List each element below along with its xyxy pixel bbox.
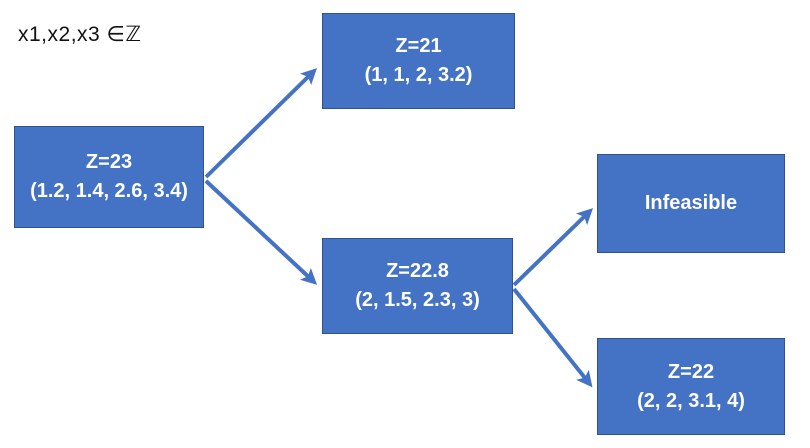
node-solution-tuple: (2, 2, 3.1, 4) (637, 389, 745, 412)
node-objective-value: Z=22.8 (386, 260, 449, 282)
node-objective-value: Z=21 (395, 35, 442, 57)
node-root: Z=23 (1.2, 1.4, 2.6, 3.4) (14, 126, 204, 228)
edge-root-to-z228 (204, 179, 318, 285)
edge-z228-to-z22 (512, 287, 593, 388)
node-branch-z228: Z=22.8 (2, 1.5, 2.3, 3) (322, 238, 513, 334)
node-status-label: Infeasible (644, 192, 738, 214)
node-branch-z22: Z=22 (2, 2, 3.1, 4) (597, 338, 785, 435)
edge-root-to-z21 (204, 68, 317, 179)
node-objective-value: Z=23 (85, 151, 133, 173)
node-branch-z21: Z=21 (1, 1, 2, 3.2) (322, 13, 515, 109)
node-solution-tuple: (2, 1.5, 2.3, 3) (355, 289, 480, 311)
node-solution-tuple: (1, 1, 2, 3.2) (364, 64, 473, 86)
node-infeasible: Infeasible (597, 154, 785, 253)
node-objective-value: Z=22 (667, 360, 715, 383)
integer-constraint-label: x1,x2,x3 ∈ℤ (18, 23, 142, 46)
node-solution-tuple: (1.2, 1.4, 2.6, 3.4) (30, 180, 188, 202)
edge-z228-to-infeasible (512, 208, 594, 287)
